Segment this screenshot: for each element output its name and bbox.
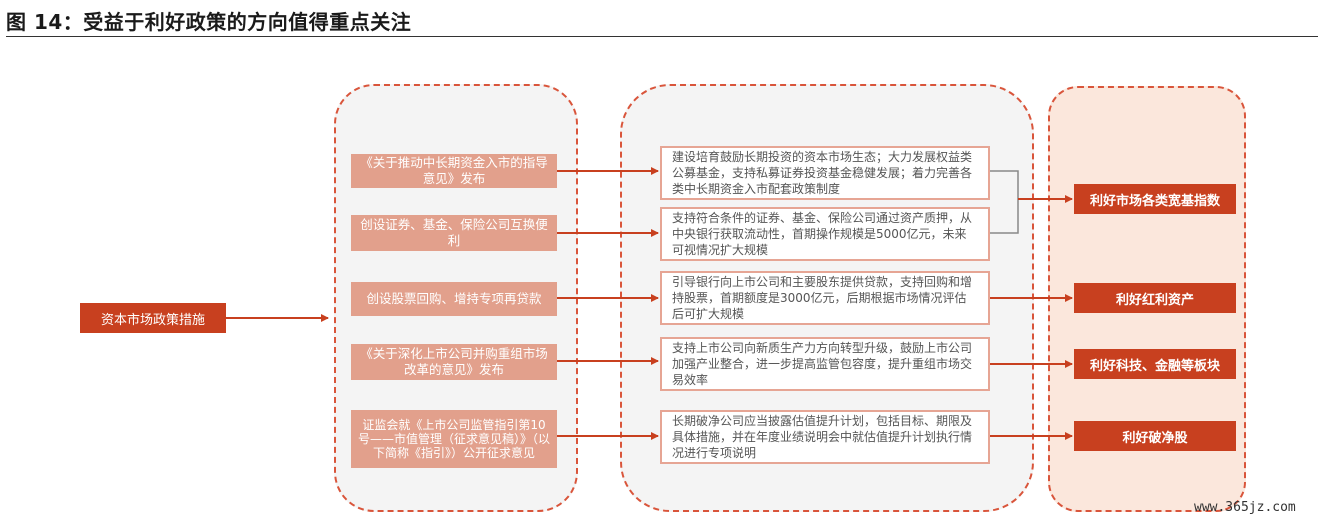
benefit-node-1: 利好市场各类宽基指数 bbox=[1074, 184, 1236, 214]
policy-node-4: 《关于深化上市公司并购重组市场改革的意见》发布 bbox=[351, 344, 557, 380]
measure-node-1: 建设培育鼓励长期投资的资本市场生态；大力发展权益类公募基金，支持私募证券投资基金… bbox=[660, 146, 990, 200]
measure-node-4: 支持上市公司向新质生产力方向转型升级，鼓励上市公司加强产业整合，进一步提高监管包… bbox=[660, 337, 990, 391]
benefit-node-2: 利好红利资产 bbox=[1074, 283, 1236, 313]
figure-title: 图 14：受益于利好政策的方向值得重点关注 bbox=[6, 10, 412, 34]
benefit-node-4: 利好破净股 bbox=[1074, 421, 1236, 451]
policy-node-5: 证监会就《上市公司监管指引第10号——市值管理（征求意见稿）》（以下简称《指引》… bbox=[351, 410, 557, 468]
bracket-measures-1-2 bbox=[990, 170, 1019, 234]
title-rule bbox=[6, 36, 1318, 37]
watermark-text: www.365jz.com bbox=[1194, 500, 1296, 515]
policy-node-1: 《关于推动中长期资金入市的指导意见》发布 bbox=[351, 154, 557, 188]
policy-node-3: 创设股票回购、增持专项再贷款 bbox=[351, 282, 557, 316]
benefit-node-3: 利好科技、金融等板块 bbox=[1074, 349, 1236, 379]
measure-node-5: 长期破净公司应当披露估值提升计划，包括目标、期限及具体措施，并在年度业绩说明会中… bbox=[660, 410, 990, 464]
policy-node-2: 创设证券、基金、保险公司互换便利 bbox=[351, 215, 557, 251]
source-node: 资本市场政策措施 bbox=[80, 303, 226, 333]
measure-node-2: 支持符合条件的证券、基金、保险公司通过资产质押，从中央银行获取流动性，首期操作规… bbox=[660, 207, 990, 261]
measure-node-3: 引导银行向上市公司和主要股东提供贷款，支持回购和增持股票，首期额度是3000亿元… bbox=[660, 271, 990, 325]
